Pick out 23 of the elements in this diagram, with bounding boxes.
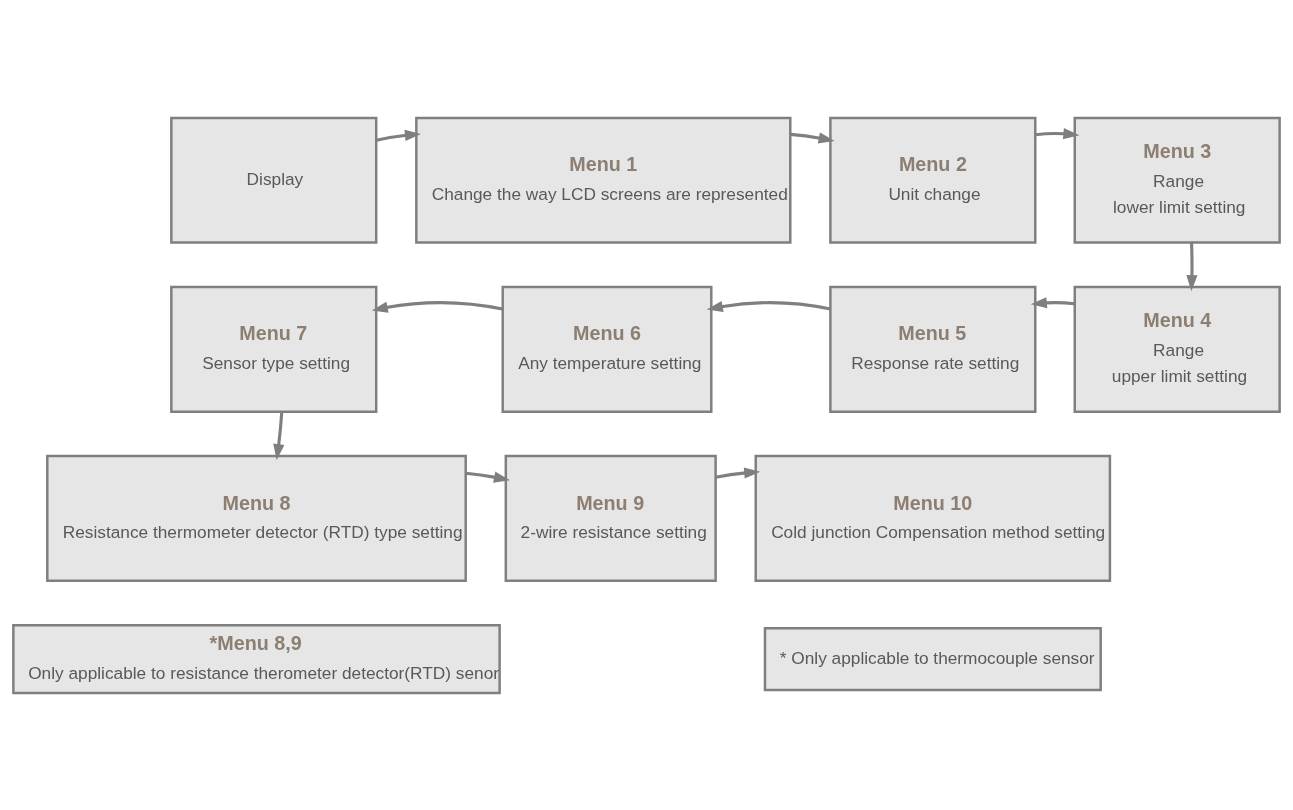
arrow: [790, 131, 835, 143]
arrow: [371, 300, 503, 313]
arrow: [1186, 242, 1198, 291]
node-box: Menu 5 Response rate setting: [829, 285, 1037, 413]
node-box: Menu 9 2-wire resistance setting: [504, 454, 717, 582]
arrow: [376, 129, 421, 142]
node-box: Menu 3 Range lower limit setting: [1073, 116, 1281, 244]
arrow: [1035, 127, 1080, 139]
arrow: [273, 411, 285, 460]
node-box: *Menu 8,9 Only applicable to resistance therometer detector(RTD) senor: [12, 623, 501, 694]
node-box: Menu 10 Cold junction Compensation method setting: [754, 454, 1112, 582]
arrow: [706, 300, 831, 312]
node-box: Menu 7 Sensor type setting: [170, 285, 378, 413]
node-box: Menu 6 Any temperature setting: [501, 285, 713, 413]
arrow: [465, 471, 510, 483]
node-box: Menu 4 Range upper limit setting: [1073, 285, 1281, 413]
arrow: [1030, 296, 1075, 308]
node-box: Menu 2 Unit change: [829, 116, 1037, 244]
node-box: Menu 8 Resistance thermometer detector (RTD) type setting: [46, 454, 467, 582]
node-box: Display: [170, 116, 378, 244]
node-box: * Only applicable to thermocouple sensor: [763, 626, 1102, 691]
node-box: Menu 1 Change the way LCD screens are represented: [415, 116, 792, 244]
arrow: [715, 466, 761, 479]
